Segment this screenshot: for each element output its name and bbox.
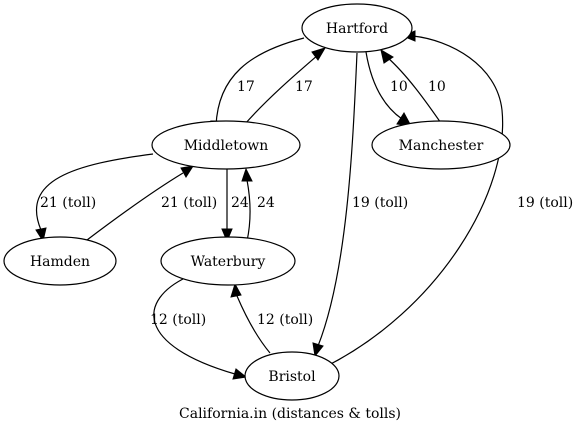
node-middletown: Middletown <box>151 120 301 170</box>
edge-bristol-waterbury: 12 (toll) <box>230 282 313 354</box>
edge-label: 21 (toll) <box>40 195 96 211</box>
graph-caption: California.in (distances & tolls) <box>179 406 401 422</box>
node-bristol: Bristol <box>244 351 340 401</box>
edge-middletown-hartford: 17 <box>244 47 327 125</box>
edge-hartford-middletown: 17 <box>210 37 305 135</box>
node-label-manchester: Manchester <box>399 138 484 154</box>
node-waterbury: Waterbury <box>160 236 296 286</box>
node-hamden: Hamden <box>3 236 117 286</box>
edge-label: 19 (toll) <box>352 195 408 211</box>
edge-hartford-manchester: 10 <box>365 51 412 127</box>
node-label-hamden: Hamden <box>30 254 90 270</box>
edge-middletown-hamden: 21 (toll) <box>35 153 154 243</box>
edge-hartford-bristol: 19 (toll) <box>312 52 408 358</box>
edge-label: 12 (toll) <box>257 312 313 328</box>
edge-label: 17 <box>237 79 255 95</box>
edge-label: 10 <box>428 79 446 95</box>
edge-label: 12 (toll) <box>150 312 206 328</box>
edge-label: 10 <box>390 79 408 95</box>
edge-waterbury-bristol: 12 (toll) <box>150 276 248 380</box>
edge-manchester-hartford: 10 <box>380 48 446 127</box>
node-manchester: Manchester <box>371 120 511 170</box>
edge-hamden-middletown: 21 (toll) <box>86 165 217 241</box>
node-label-hartford: Hartford <box>326 21 388 37</box>
edge-label: 21 (toll) <box>161 195 217 211</box>
edge-waterbury-middletown: 24 <box>241 167 275 242</box>
edge-label: 19 (toll) <box>517 195 573 211</box>
node-label-middletown: Middletown <box>184 138 269 154</box>
edge-label: 24 <box>257 195 275 211</box>
edge-middletown-waterbury: 24 <box>221 168 249 243</box>
edge-label: 17 <box>295 79 313 95</box>
node-hartford: Hartford <box>301 3 413 53</box>
node-label-bristol: Bristol <box>268 369 316 385</box>
edge-label: 24 <box>231 195 249 211</box>
node-label-waterbury: Waterbury <box>191 254 266 270</box>
